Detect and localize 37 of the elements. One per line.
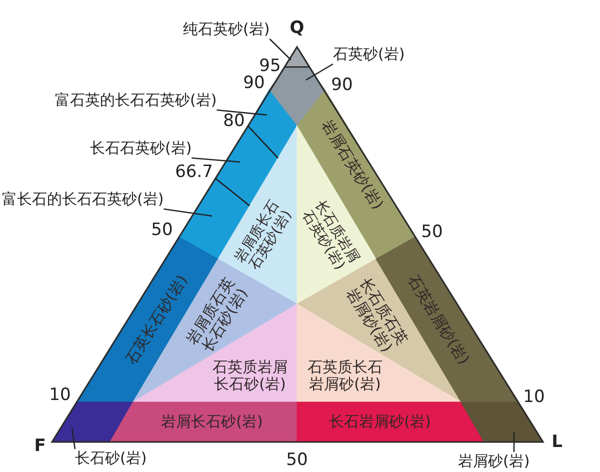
vertex-label: Q	[290, 18, 304, 38]
vertex-label: F	[34, 436, 46, 456]
scale-value: 95	[259, 56, 281, 76]
scale-value: 66.7	[175, 162, 213, 182]
rock-name-label: 长石石英砂(岩)	[90, 139, 192, 158]
scale-value: 90	[243, 73, 265, 93]
leader-line	[192, 157, 240, 163]
scale-value: 50	[151, 220, 173, 240]
scale-value: 10	[49, 385, 71, 405]
rock-name-label: 纯石英砂(岩)	[183, 20, 270, 39]
leader-line	[269, 38, 292, 60]
field-label: 岩屑长石砂(岩)	[160, 413, 264, 431]
rock-name-label: 富长石的长石石英砂(岩)	[2, 190, 164, 209]
scale-value: 50	[421, 222, 443, 242]
field-label: 石英质长石岩屑砂(岩)	[306, 358, 384, 394]
scale-value: 10	[523, 387, 545, 407]
leader-line	[513, 432, 515, 452]
field-label: 长石岩屑砂(岩)	[328, 413, 432, 431]
rock-name-label: 富石英的长石石英砂(岩)	[55, 91, 217, 110]
classification-field	[461, 402, 543, 442]
rock-name-label: 长石砂(岩)	[75, 449, 147, 468]
leader-line	[164, 208, 212, 217]
scale-value: 80	[223, 111, 245, 131]
scale-value: 50	[286, 450, 308, 470]
field-label: 岩屑质长石石英砂(岩)	[231, 196, 296, 275]
field-label: 石英质岩屑长石砂(岩)	[212, 358, 288, 394]
leader-line	[71, 428, 76, 450]
scale-value: 90	[331, 75, 353, 95]
leader-line	[216, 109, 268, 116]
classification-field	[297, 402, 484, 442]
rock-name-label: 岩屑砂(岩)	[458, 452, 530, 471]
vertex-label: L	[552, 432, 562, 452]
classification-field	[52, 402, 133, 442]
rock-name-label: 石英砂(岩)	[333, 45, 405, 64]
classification-field	[110, 402, 297, 442]
leader-line	[306, 63, 334, 81]
field-label: 长石质岩屑石英砂(岩)	[298, 196, 363, 275]
